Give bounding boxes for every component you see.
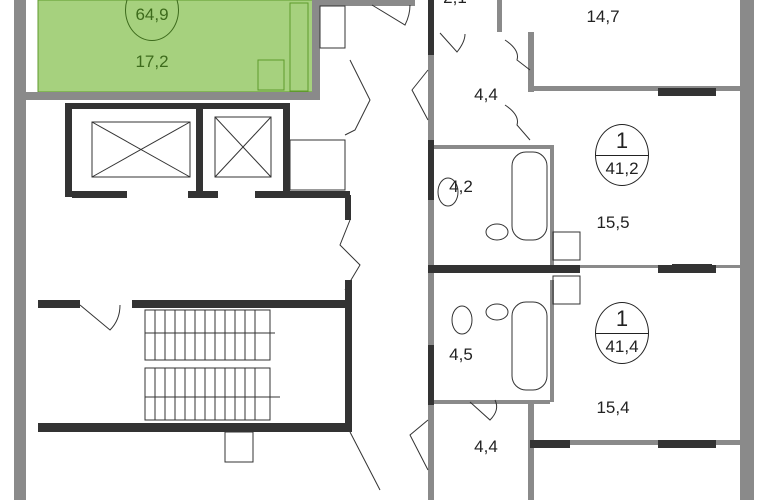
- apartment-b-room-area: 15,4: [596, 398, 630, 417]
- apartment-b-rooms: 1: [615, 306, 629, 331]
- kitchen-counter: [289, 2, 309, 92]
- partial-room-area: 2,1: [443, 0, 467, 8]
- sink-icon: [257, 59, 285, 91]
- hall-area-top: 4,4: [474, 85, 498, 104]
- apartment-a-bath-area: 4,2: [449, 177, 473, 196]
- badge-divider: [596, 333, 648, 334]
- structural-walls: [38, 0, 740, 448]
- stairs: [144, 309, 280, 421]
- bedroom-area: 14,7: [586, 7, 620, 26]
- highlighted-apartment-total-area: 64,9: [135, 5, 169, 24]
- highlighted-room-area: 17,2: [135, 52, 169, 71]
- apartment-a-badge[interactable]: 1 41,2: [595, 124, 649, 186]
- elevator-shafts: [91, 116, 272, 178]
- apartment-b-hall-area: 4,4: [474, 437, 498, 456]
- apartment-b-bath-area: 4,5: [449, 345, 473, 364]
- badge-divider: [596, 155, 648, 156]
- apartment-b-total-area: 41,4: [605, 337, 639, 356]
- apartment-a-total-area: 41,2: [605, 159, 639, 178]
- door-swings: [79, 4, 531, 491]
- apartment-b-badge[interactable]: 1 41,4: [595, 302, 649, 364]
- apartment-a-room-area: 15,5: [596, 213, 630, 232]
- outer-walls: [14, 0, 754, 500]
- bathroom-fixtures: [224, 5, 581, 463]
- apartment-a-rooms: 1: [615, 128, 629, 153]
